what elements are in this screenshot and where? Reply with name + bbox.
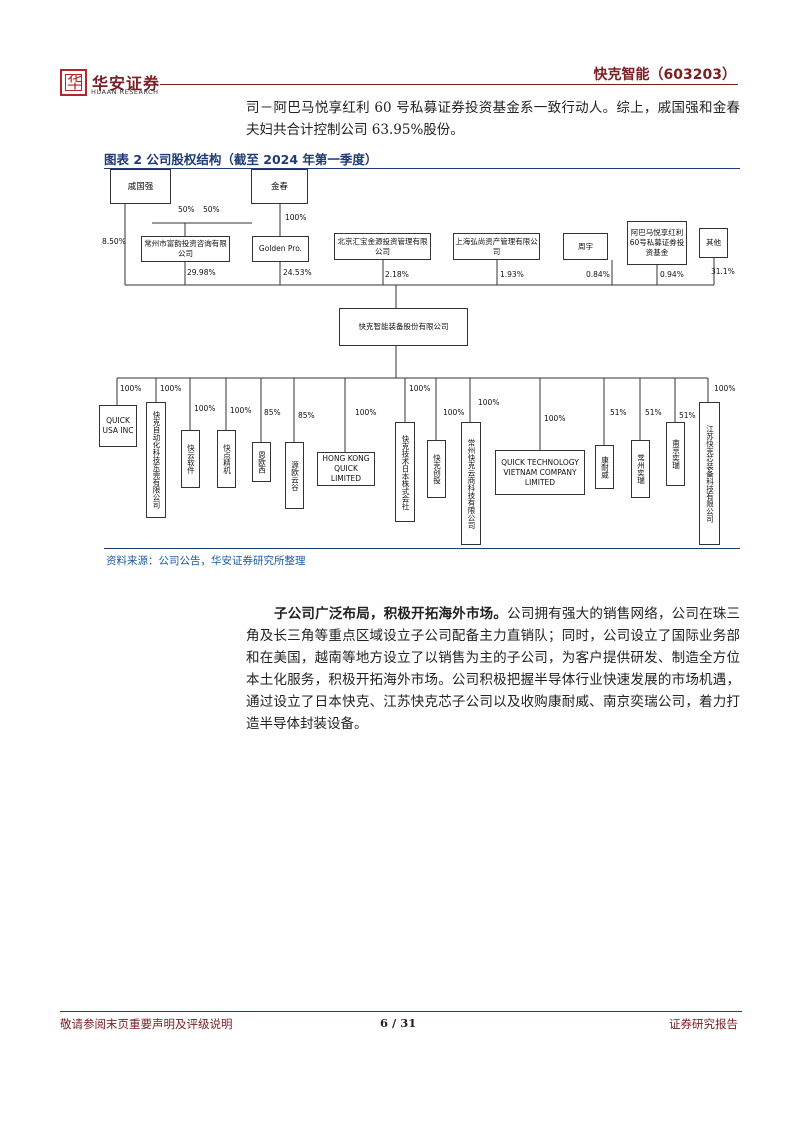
subsidiary-kuaiyun-pct: 100% bbox=[194, 404, 216, 413]
shareholder-zhouyu: 周宇 bbox=[563, 233, 608, 260]
report-title: 快克智能（603203） bbox=[593, 67, 736, 83]
subsidiary-quick-vietnam-pct: 100% bbox=[544, 414, 566, 423]
shareholder-golden-pro: Golden Pro. bbox=[252, 236, 309, 262]
subsidiary-kuaike-chuangtou-pct: 100% bbox=[443, 408, 465, 417]
subsidiary-jiangsu-kuaikexin-pct: 100% bbox=[714, 384, 736, 393]
person-jin: 金春 bbox=[251, 169, 308, 204]
shareholder-hongshang-pct: 1.93% bbox=[500, 270, 524, 279]
jin-share-label: 50% bbox=[203, 205, 220, 214]
shareholder-huibao: 北京汇宝金源投资管理有限公司 bbox=[334, 233, 431, 260]
subsidiary-kangnaiwei-pct: 51% bbox=[610, 408, 627, 417]
figure-title-divider bbox=[104, 168, 740, 169]
intro-paragraph: 司－阿巴马悦享红利 60 号私募证券投资基金系一致行动人。综上，戚国强和金春夫妇… bbox=[246, 100, 740, 138]
page-number: 6 / 31 bbox=[380, 1016, 417, 1030]
shareholder-fuyun: 常州市富韵投资咨询有限公司 bbox=[141, 236, 230, 262]
source-divider bbox=[104, 548, 740, 549]
subsidiary-paragraph: 子公司广泛布局，积极开拓海外市场。公司拥有强大的销售网络，公司在珠三角及长三角等… bbox=[246, 603, 740, 735]
shareholder-huibao-pct: 2.18% bbox=[385, 270, 409, 279]
subsidiary-quick-vietnam: QUICK TECHNOLOGY VIETNAM COMPANY LIMITED bbox=[495, 450, 585, 495]
logo-text: 华安证券 bbox=[92, 74, 161, 93]
logo-mark: 华 bbox=[60, 69, 87, 96]
subsidiary-kuaidian: 快点精机 bbox=[217, 430, 236, 488]
subsidiary-quick-usa: QUICK USA INC bbox=[99, 405, 137, 447]
subsidiary-enouxi-pct: 85% bbox=[264, 408, 281, 417]
footer-divider bbox=[60, 1011, 742, 1012]
subsidiary-yunshang: 常州快克云商科技有限公司 bbox=[461, 422, 481, 545]
person-qi: 戚国强 bbox=[110, 169, 171, 204]
subsidiary-changzhou-yirui: 常州奕瑞 bbox=[631, 440, 650, 498]
subsidiary-jiangsu-kuaikexin: 江苏快克芯装备科技有限公司 bbox=[699, 402, 720, 545]
figure-source: 资料来源：公司公告，华安证券研究所整理 bbox=[106, 555, 306, 567]
shareholder-hongshang: 上海弘尚资产管理有限公司 bbox=[453, 233, 540, 260]
subsidiary-kuaiyun: 快云软件 bbox=[181, 430, 200, 488]
subsidiary-quick-usa-pct: 100% bbox=[120, 384, 142, 393]
shareholder-abama-fund: 阿巴马悦享红利60号私募证券投资基金 bbox=[627, 221, 687, 265]
subsidiary-changzhou-yirui-pct: 51% bbox=[645, 408, 662, 417]
subsidiary-japan-pct: 100% bbox=[409, 384, 431, 393]
qi-direct-pct: 8.50% bbox=[102, 237, 126, 246]
shareholder-abama-fund-pct: 0.94% bbox=[660, 270, 684, 279]
subsidiary-nanjing-yirui: 南京奕瑞 bbox=[666, 422, 685, 486]
jin-golden-pct: 100% bbox=[285, 213, 307, 222]
subsidiary-hong-kong-quick: HONG KONG QUICK LIMITED bbox=[317, 452, 375, 486]
subsidiary-hong-kong-quick-pct: 100% bbox=[355, 408, 377, 417]
shareholder-fuyun-pct: 29.98% bbox=[187, 268, 216, 277]
subsidiary-yunshang-pct: 100% bbox=[478, 398, 500, 407]
company-box: 快克智能装备股份有限公司 bbox=[339, 308, 468, 346]
subsidiary-japan: 快克技术日本株式会社 bbox=[395, 422, 415, 522]
paragraph-body: 公司拥有强大的销售网络，公司在珠三角及长三角等重点区域设立子公司配备主力直销队；… bbox=[246, 606, 741, 732]
subsidiary-yuanouyungu: 源欧云谷 bbox=[285, 442, 304, 509]
footer-report-type: 证券研究报告 bbox=[669, 1017, 738, 1031]
footer-disclaimer: 敬请参阅末页重要声明及评级说明 bbox=[60, 1017, 233, 1031]
header-divider bbox=[160, 84, 738, 85]
logo-subtext: HUAAN RESEARCH bbox=[91, 88, 159, 96]
subsidiary-dongguan: 快克自动化科技东莞有限公司 bbox=[146, 402, 166, 518]
shareholder-golden-pro-pct: 24.53% bbox=[283, 268, 312, 277]
subsidiary-kuaike-chuangtou: 快克创投 bbox=[427, 440, 446, 498]
shareholder-others-pct: 31.1% bbox=[711, 267, 735, 276]
shareholder-others: 其他 bbox=[699, 228, 728, 258]
subsidiary-yuanouyungu-pct: 85% bbox=[298, 411, 315, 420]
shareholder-zhouyu-pct: 0.84% bbox=[586, 270, 610, 279]
subsidiary-dongguan-pct: 100% bbox=[160, 384, 182, 393]
subsidiary-kangnaiwei: 康耐威 bbox=[595, 445, 614, 489]
subsidiary-nanjing-yirui-pct: 51% bbox=[679, 411, 696, 420]
qi-share-label: 50% bbox=[178, 205, 195, 214]
paragraph-lead: 子公司广泛布局，积极开拓海外市场。 bbox=[274, 606, 508, 622]
subsidiary-enouxi: 恩欧西 bbox=[252, 442, 271, 482]
subsidiary-kuaidian-pct: 100% bbox=[230, 406, 252, 415]
figure-title: 图表 2 公司股权结构（截至 2024 年第一季度） bbox=[104, 152, 378, 167]
